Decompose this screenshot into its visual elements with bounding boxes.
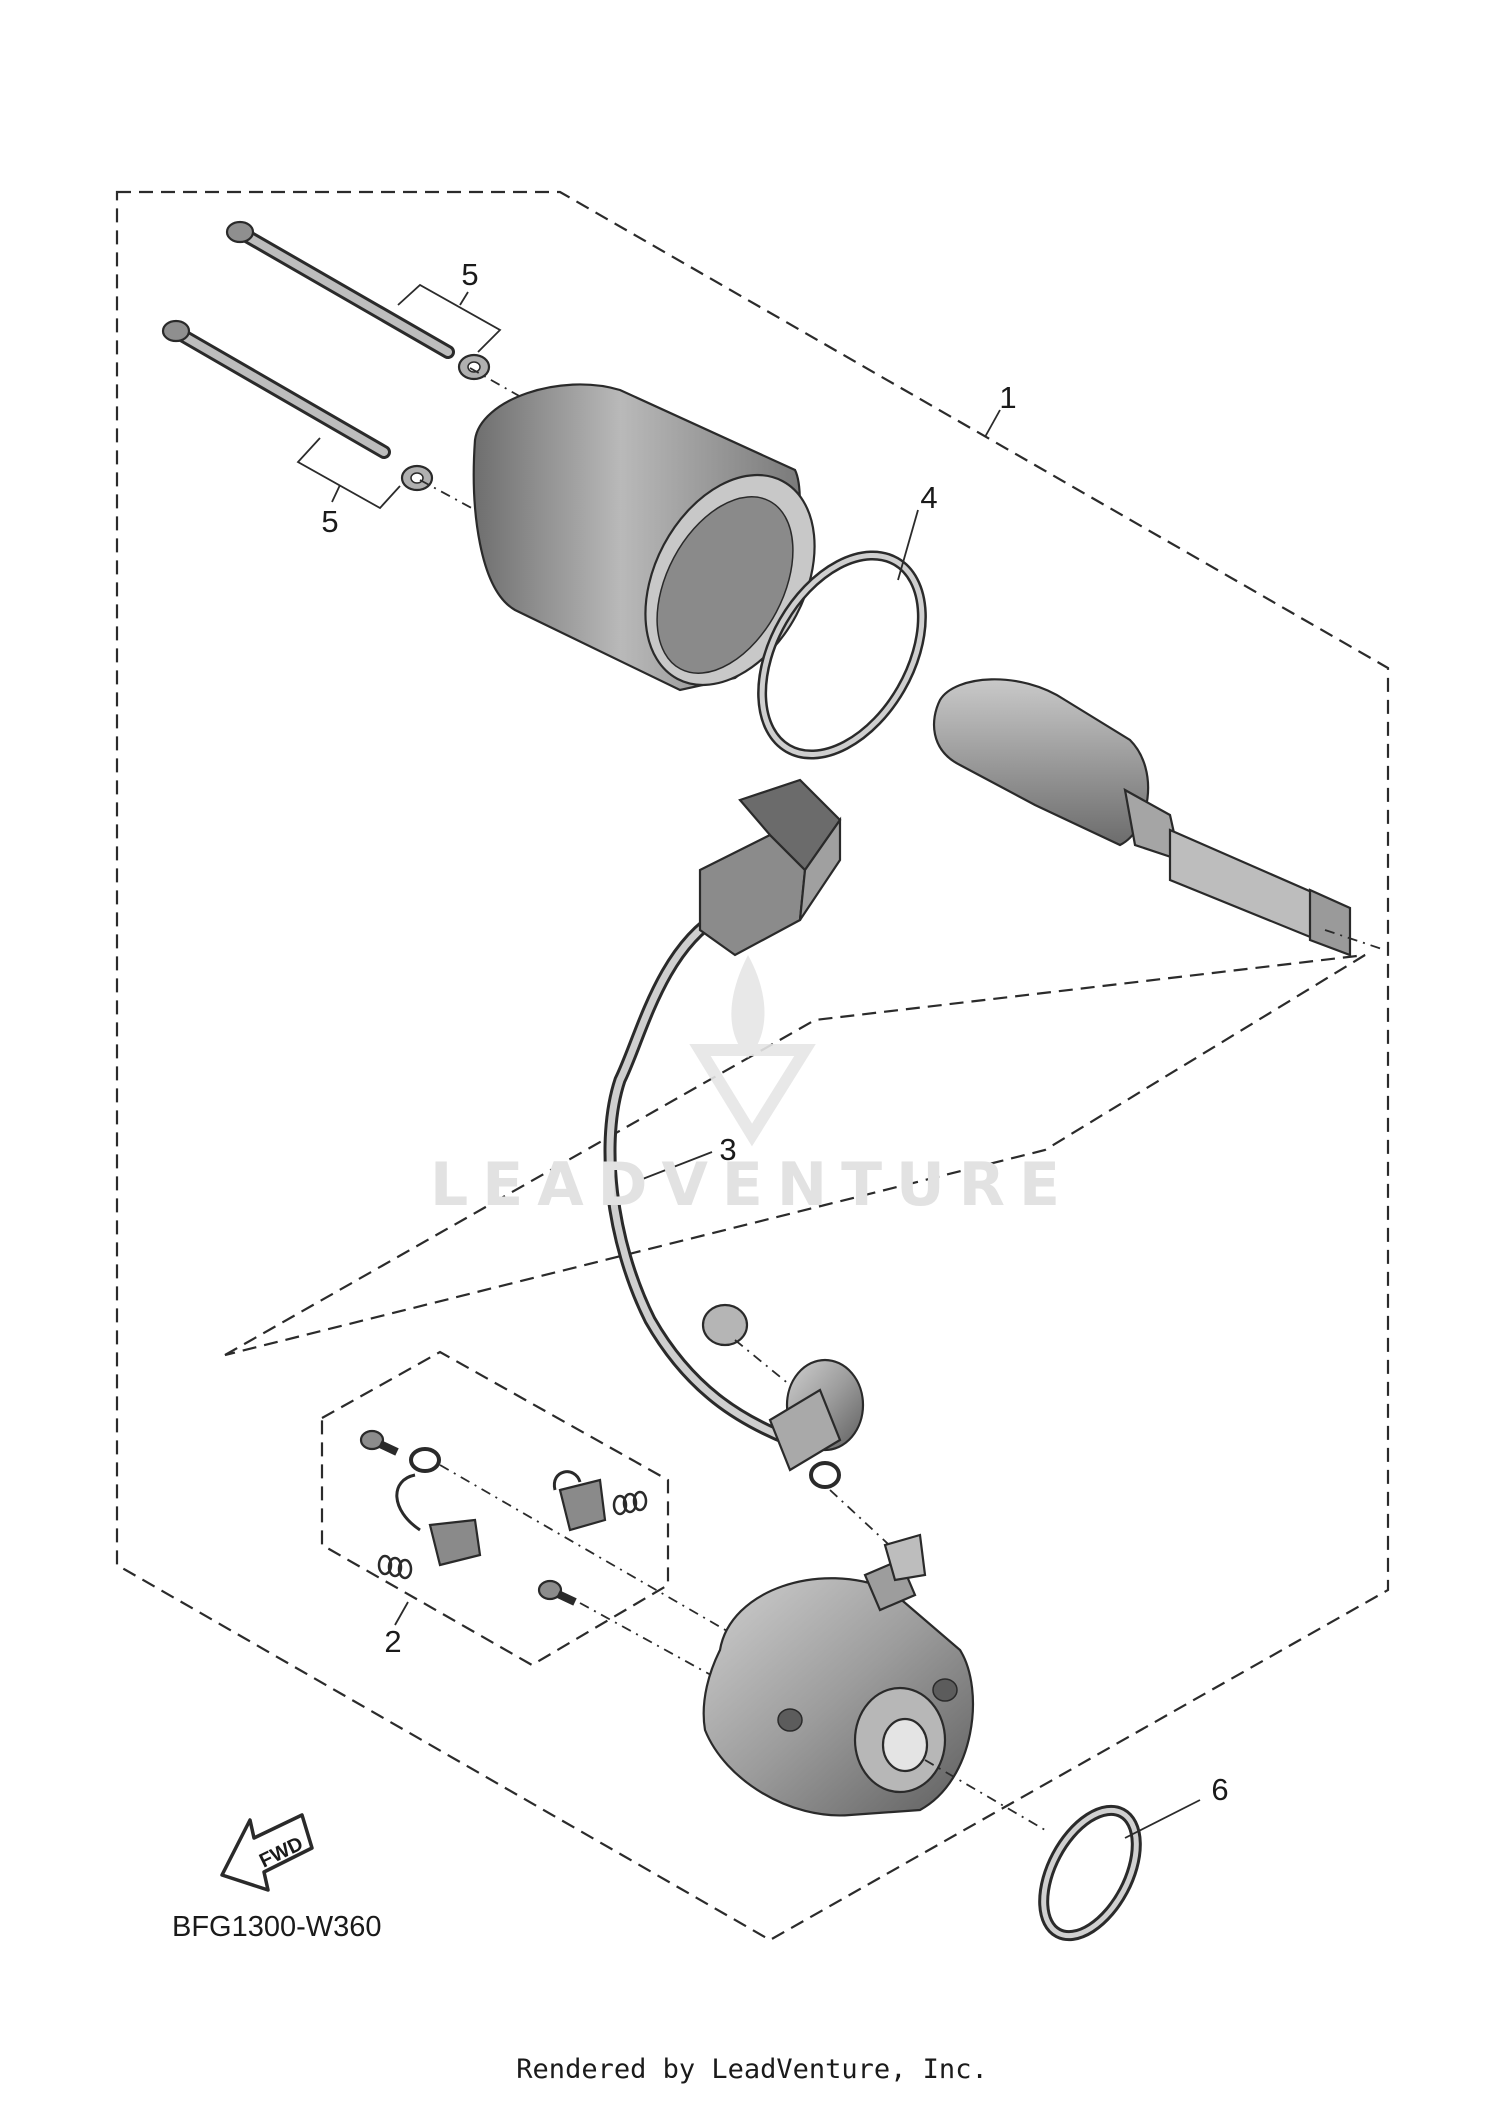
leader-2	[394, 1601, 409, 1626]
callout-3: 3	[719, 1132, 736, 1167]
leader-4	[897, 509, 919, 581]
watermark-text: LEADVENTURE	[430, 1150, 1074, 1220]
through-bolt-upper	[225, 220, 455, 359]
through-bolt-lower	[161, 319, 391, 459]
fwd-arrow-icon: FWD	[220, 1813, 314, 1892]
diagram-code: BFG1300-W360	[172, 1911, 382, 1943]
callout-6: 6	[1211, 1772, 1228, 1807]
callout-1: 1	[999, 380, 1016, 415]
brush-kit	[359, 1429, 648, 1606]
assembly-boundary-1	[115, 190, 1390, 1942]
leader-6	[1124, 1799, 1201, 1839]
callout-bracket-5-lower	[296, 437, 401, 510]
leader-1	[984, 409, 1001, 438]
leader-3	[639, 1151, 713, 1181]
lead-wire	[603, 778, 865, 1489]
front-cover	[702, 1533, 975, 1817]
callout-5-upper: 5	[461, 257, 478, 292]
callout-bracket-5-upper	[397, 283, 502, 353]
watermark-logo	[689, 955, 816, 1147]
assembly-boundary-3	[224, 953, 1366, 1357]
callout-4: 4	[920, 480, 937, 515]
callout-5-lower: 5	[321, 504, 338, 539]
assembly-boundary-2	[320, 1350, 670, 1667]
footer-rendered-by: Rendered by LeadVenture, Inc.	[516, 2054, 987, 2085]
armature	[932, 678, 1352, 957]
starter-yoke-housing	[472, 383, 816, 692]
callout-2: 2	[384, 1624, 401, 1659]
